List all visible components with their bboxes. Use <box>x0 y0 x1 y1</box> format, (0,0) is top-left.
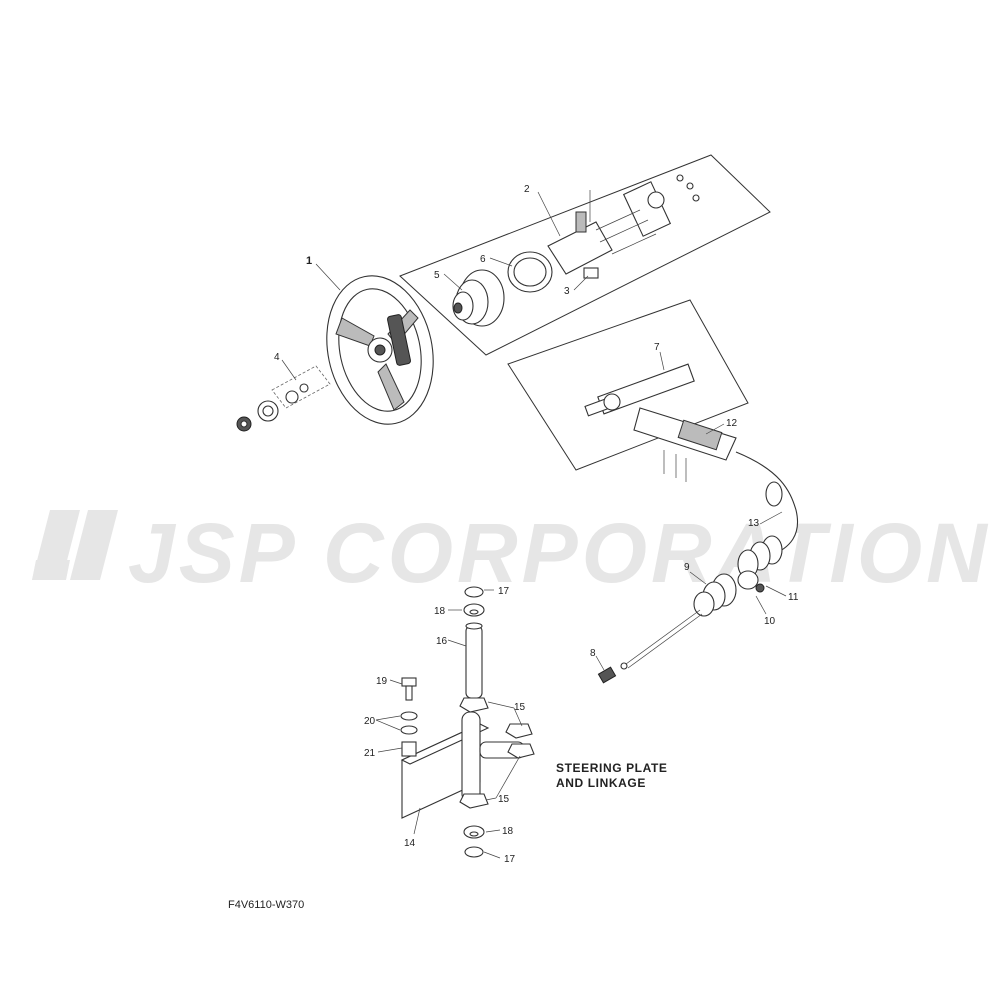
mounting-bracket <box>633 407 737 482</box>
steering-cable <box>735 451 798 579</box>
callout-21: 21 <box>364 748 376 759</box>
callout-6: 6 <box>480 254 486 265</box>
steering-column-frame <box>399 154 771 356</box>
callout-8: 8 <box>590 648 596 659</box>
callouts: 1 2 3 4 5 6 7 8 9 10 11 12 13 14 15 15 1… <box>274 184 799 865</box>
cable-boot <box>693 570 765 617</box>
pivot-shaft <box>465 622 483 699</box>
steering-wheel <box>326 275 434 425</box>
leader-lines <box>281 191 787 859</box>
callout-7: 7 <box>654 342 660 353</box>
callout-3: 3 <box>564 286 570 297</box>
callout-2: 2 <box>524 184 530 195</box>
diagram-title-line-2: AND LINKAGE <box>556 776 646 790</box>
hub-cover <box>452 269 505 327</box>
watermark-logo <box>32 510 118 580</box>
callout-11: 11 <box>788 592 799 603</box>
callout-13: 13 <box>748 518 760 529</box>
diagram-title-line-1: STEERING PLATE <box>556 761 668 775</box>
callout-19: 19 <box>376 676 388 687</box>
callout-15-lower: 15 <box>498 794 510 805</box>
helm-tube <box>584 363 695 417</box>
steering-plate <box>400 711 525 819</box>
figure-code: F4V6110-W370 <box>228 899 304 911</box>
callout-16: 16 <box>436 636 448 647</box>
callout-17-upper: 17 <box>498 586 510 597</box>
helm-unit <box>547 174 700 279</box>
callout-18-lower: 18 <box>502 826 514 837</box>
callout-15-upper: 15 <box>514 702 526 713</box>
bezel-ring <box>507 251 553 293</box>
helm-frame <box>507 299 749 471</box>
callout-14: 14 <box>404 838 416 849</box>
watermark-text: JSP CORPORATION <box>128 506 991 600</box>
callout-12: 12 <box>726 418 738 429</box>
callout-1: 1 <box>306 255 312 267</box>
bolt-and-spacer <box>400 677 418 757</box>
watermark: JSP CORPORATION <box>32 506 991 600</box>
callout-17-lower: 17 <box>504 854 516 865</box>
callout-10: 10 <box>764 616 776 627</box>
callout-18-upper: 18 <box>434 606 446 617</box>
callout-9: 9 <box>684 562 690 573</box>
callout-20: 20 <box>364 716 376 727</box>
hardware-stack <box>459 586 535 858</box>
callout-4: 4 <box>274 352 280 363</box>
nut-and-washers <box>236 365 331 432</box>
cable-rod <box>597 609 703 684</box>
callout-5: 5 <box>434 270 440 281</box>
